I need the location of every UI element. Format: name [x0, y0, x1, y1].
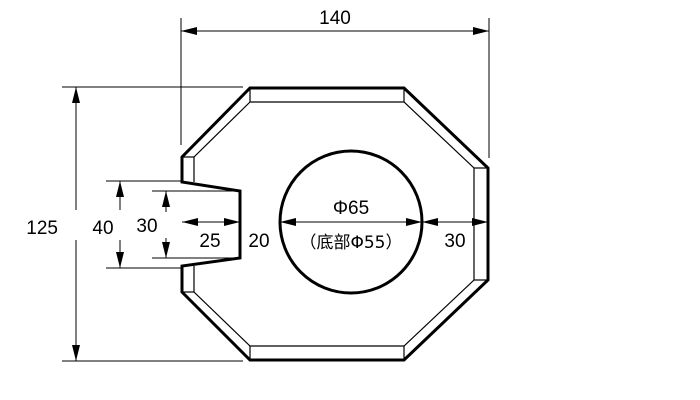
overall-width-dimension: 140 [181, 8, 489, 35]
slot-depth-label: 25 [199, 231, 220, 252]
slot-outer-height-label: 40 [92, 218, 113, 239]
slot-inner-height-dimension: 30 [136, 191, 176, 258]
hole-diameter-dimension: Φ65 （底部Φ55） [280, 198, 422, 253]
overall-height-dimension: 125 [26, 87, 86, 361]
overall-width-label: 140 [319, 8, 351, 29]
overall-height-label: 125 [26, 218, 58, 239]
bevel-corner-lines [182, 88, 488, 360]
hole-diameter-label: Φ65 [333, 198, 369, 219]
slot-depth-dimension: 25 [182, 218, 240, 252]
hole-to-edge-label: 30 [444, 231, 465, 252]
hole-bottom-diameter-label: （底部Φ55） [299, 233, 402, 253]
slot-outer-height-dimension: 40 [92, 181, 130, 268]
slot-inner-height-label: 30 [136, 216, 157, 237]
hole-to-edge-dimension: 30 [422, 218, 488, 252]
slot-to-hole-gap-label: 20 [248, 231, 269, 252]
